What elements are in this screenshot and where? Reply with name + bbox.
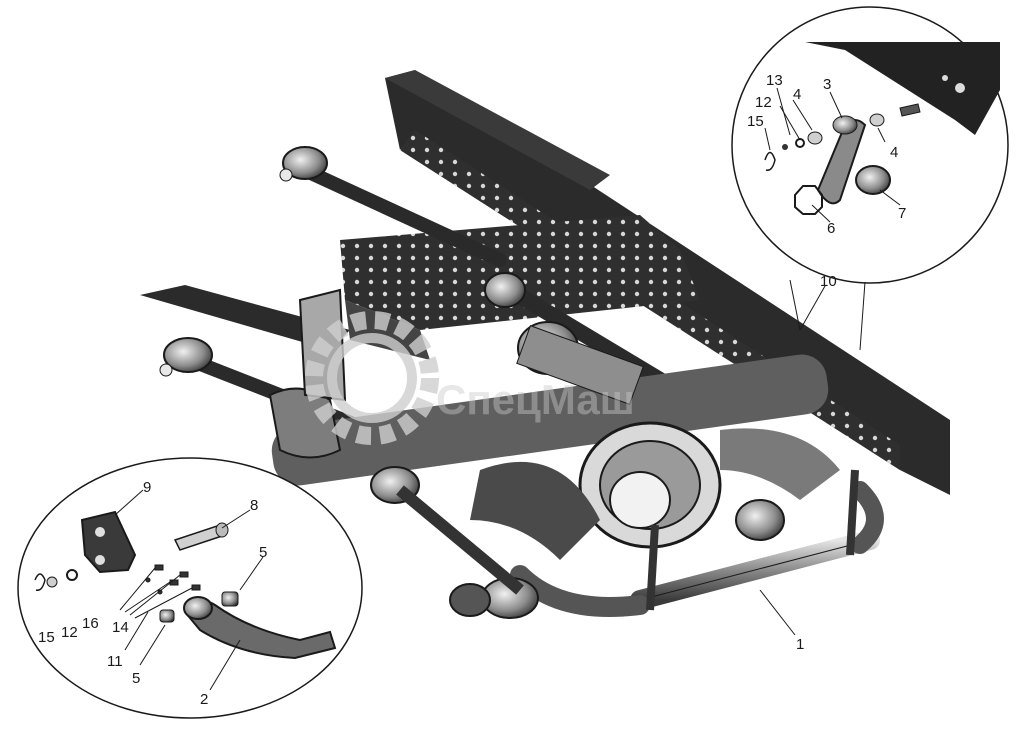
callout-3: 3 bbox=[823, 76, 831, 93]
axle-housing bbox=[271, 354, 840, 560]
callout-8: 8 bbox=[250, 497, 258, 514]
callout-5-left: 5 bbox=[132, 670, 140, 687]
callout-12-top: 12 bbox=[755, 94, 772, 111]
callout-14: 14 bbox=[112, 619, 129, 636]
lower-link-housing bbox=[370, 466, 524, 617]
differential-cylinder bbox=[516, 321, 644, 405]
callout-6: 6 bbox=[827, 220, 835, 237]
callout-leaders bbox=[114, 87, 901, 691]
callout-labels: 1 2 3 4 4 5 5 6 7 8 9 10 11 12 12 13 14 … bbox=[38, 72, 906, 708]
callout-15-bottom: 15 bbox=[38, 629, 55, 646]
cross-member bbox=[340, 215, 700, 360]
rear-frame-rail bbox=[140, 285, 350, 350]
watermark: СпецМаш bbox=[305, 311, 635, 445]
callout-4-right: 4 bbox=[890, 144, 898, 161]
reaction-rod-upper bbox=[279, 146, 507, 267]
callout-12-bottom: 12 bbox=[61, 624, 78, 641]
callout-1: 1 bbox=[796, 636, 804, 653]
callout-9: 9 bbox=[143, 479, 151, 496]
callout-4-left: 4 bbox=[793, 86, 801, 103]
detail-inset-top-right bbox=[731, 6, 1009, 284]
inset-leader-lines bbox=[789, 279, 866, 351]
detail-inset-bottom-left bbox=[17, 457, 363, 719]
stabilizer-bar bbox=[481, 469, 884, 619]
watermark-text: СпецМаш bbox=[436, 376, 635, 423]
callout-15-top: 15 bbox=[747, 113, 764, 130]
callout-16: 16 bbox=[82, 615, 99, 632]
callout-2: 2 bbox=[200, 691, 208, 708]
gear-logo-icon bbox=[305, 311, 439, 445]
callout-5-right: 5 bbox=[259, 544, 267, 561]
callout-11: 11 bbox=[107, 653, 123, 670]
callout-13: 13 bbox=[766, 72, 783, 89]
callout-7: 7 bbox=[898, 205, 906, 222]
bolts-14 bbox=[145, 564, 201, 595]
callout-10: 10 bbox=[820, 273, 837, 290]
